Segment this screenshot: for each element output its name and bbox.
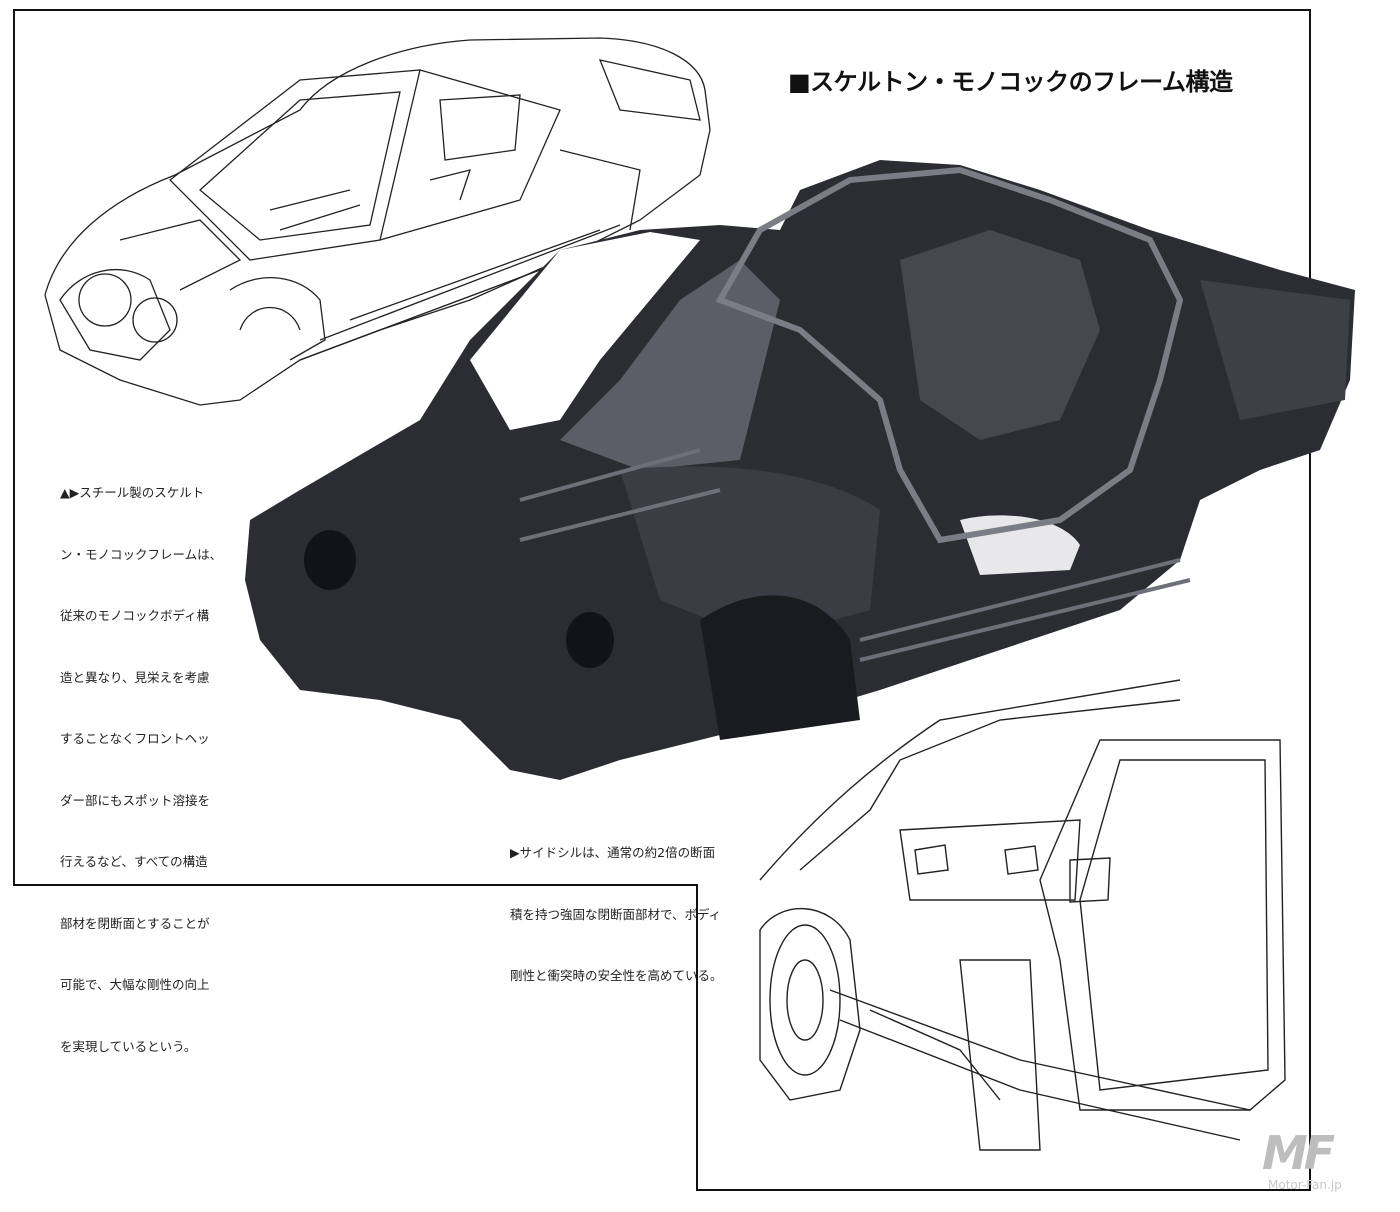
sill-caption: ▶サイドシルは、通常の約2倍の断面 積を持つ強固な閉断面部材で、ボディ 剛性と衝… [510,802,723,1007]
frame-caption-line: ダー部にもスポット溶接を [60,792,211,808]
frame-caption-line: 行えるなど、すべての構造 [60,854,208,869]
side-sill-door-drawing [759,679,1286,1151]
sill-caption-line: ▶サイドシルは、通常の約2倍の断面 [510,845,716,860]
motor-fan-watermark: MF Motor-Fan.jp [1262,1130,1392,1192]
sill-caption-line: 剛性と衝突時の安全性を高めている。 [510,968,723,983]
frame-caption-line: ▲▶スチール製のスケルト [60,485,205,500]
skeleton-monocoque-frame-photo [245,160,1355,780]
frame-caption-line: 部材を閉断面とすることが [60,915,210,931]
frame-caption-line: 造と異なり、見栄えを考慮 [60,669,210,685]
mf-logo-site: Motor-Fan.jp [1268,1178,1342,1192]
frame-caption-line: を実現しているという。 [60,1038,197,1054]
frame-caption-line: ン・モノコックフレームは、 [60,546,223,562]
wireframe-body-drawing [44,37,711,406]
page-border [13,9,1311,1191]
frame-caption-line: 従来のモノコックボディ構 [60,608,210,623]
frame-caption: ▲▶スチール製のスケルト ン・モノコックフレームは、 従来のモノコックボディ構 … [60,442,222,1078]
page-title: ■スケルトン・モノコックのフレーム構造 [788,68,1233,96]
mf-logo-mark: MF [1262,1126,1335,1180]
frame-caption-line: することなくフロントヘッ [60,731,210,746]
frame-caption-line: 可能で、大幅な剛性の向上 [60,977,210,992]
sill-caption-line: 積を持つ強固な閉断面部材で、ボディ [510,906,722,922]
